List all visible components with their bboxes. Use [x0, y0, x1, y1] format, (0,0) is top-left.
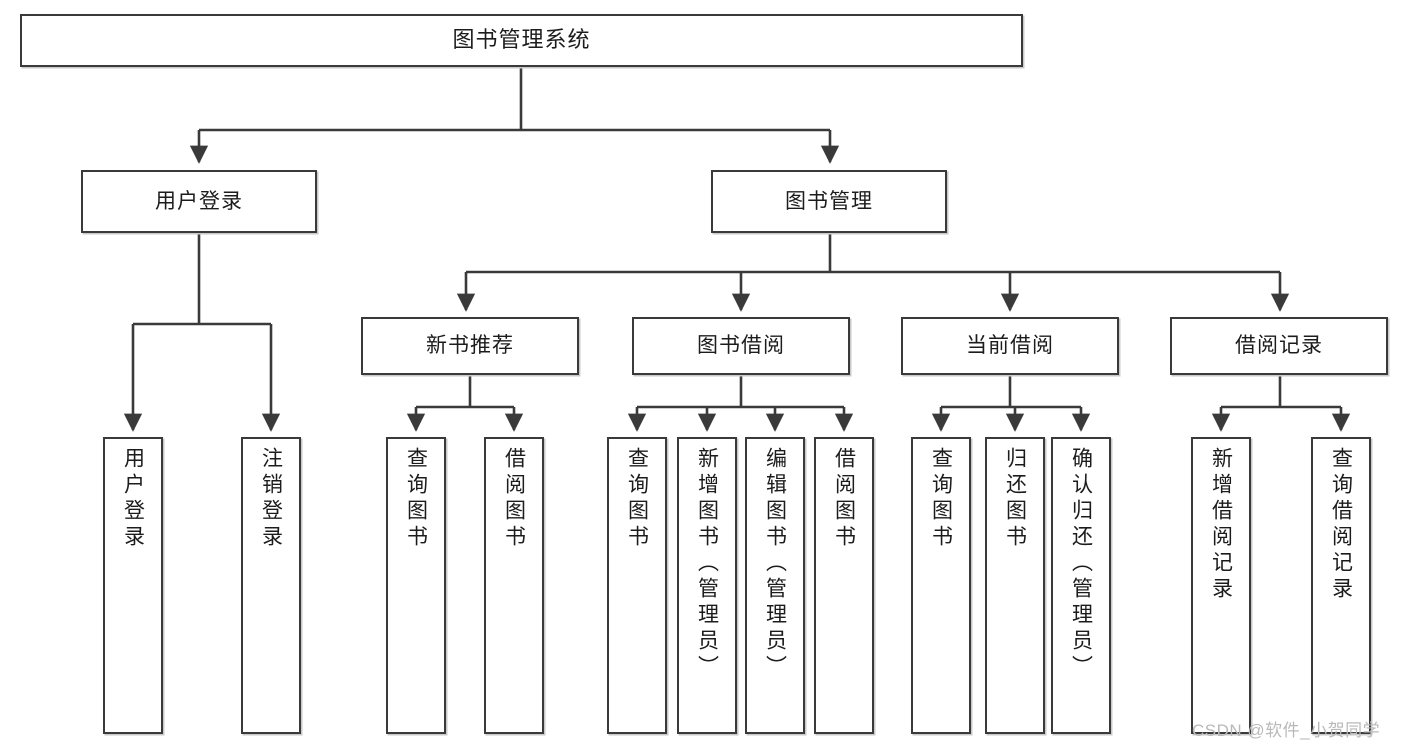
node-leaf-user-login[interactable]: 用户登录 — [103, 437, 163, 734]
node-leaf-edit-book[interactable]: 编辑图书（管理员） — [745, 437, 805, 734]
node-leaf-query-book-3-label: 查询图书 — [929, 447, 953, 551]
node-leaf-query-book-3[interactable]: 查询图书 — [911, 437, 971, 734]
node-leaf-query-book-1-label: 查询图书 — [404, 447, 428, 551]
node-leaf-query-record-label: 查询借阅记录 — [1329, 447, 1353, 603]
node-leaf-user-logout[interactable]: 注销登录 — [241, 437, 301, 734]
node-leaf-user-logout-label: 注销登录 — [259, 447, 283, 551]
node-current-borrow-label: 当前借阅 — [966, 334, 1054, 358]
node-book-borrow-label: 图书借阅 — [697, 334, 785, 358]
node-leaf-borrow-book-1-label: 借阅图书 — [502, 447, 526, 551]
node-leaf-query-book-2-label: 查询图书 — [625, 447, 649, 551]
node-leaf-add-record-label: 新增借阅记录 — [1209, 447, 1233, 603]
node-new-book-rec-label: 新书推荐 — [426, 334, 514, 358]
node-leaf-confirm-return[interactable]: 确认归还（管理员） — [1051, 437, 1111, 734]
node-book-manage[interactable]: 图书管理 — [711, 170, 947, 233]
node-leaf-return-book[interactable]: 归还图书 — [985, 437, 1045, 734]
node-leaf-borrow-book-1[interactable]: 借阅图书 — [484, 437, 544, 734]
node-leaf-borrow-book-2-label: 借阅图书 — [832, 447, 856, 551]
node-borrow-record[interactable]: 借阅记录 — [1170, 317, 1388, 375]
node-current-borrow[interactable]: 当前借阅 — [901, 317, 1119, 375]
node-leaf-borrow-book-2[interactable]: 借阅图书 — [814, 437, 874, 734]
node-leaf-user-login-label: 用户登录 — [121, 447, 145, 551]
node-root[interactable]: 图书管理系统 — [20, 14, 1023, 67]
csdn-watermark: CSDN @软件_小贺同学 — [1192, 721, 1381, 740]
node-leaf-query-book-2[interactable]: 查询图书 — [607, 437, 667, 734]
node-user-login-label: 用户登录 — [155, 189, 243, 213]
node-book-borrow[interactable]: 图书借阅 — [632, 317, 850, 375]
node-book-manage-label: 图书管理 — [785, 189, 873, 213]
node-leaf-query-record[interactable]: 查询借阅记录 — [1311, 437, 1371, 734]
node-leaf-confirm-return-label: 确认归还（管理员） — [1069, 447, 1093, 681]
node-leaf-edit-book-label: 编辑图书（管理员） — [763, 447, 787, 681]
node-new-book-rec[interactable]: 新书推荐 — [361, 317, 579, 375]
node-leaf-return-book-label: 归还图书 — [1003, 447, 1027, 551]
node-leaf-add-book[interactable]: 新增图书（管理员） — [677, 437, 737, 734]
node-borrow-record-label: 借阅记录 — [1235, 334, 1323, 358]
node-user-login[interactable]: 用户登录 — [81, 170, 317, 233]
node-leaf-add-book-label: 新增图书（管理员） — [695, 447, 719, 681]
node-leaf-add-record[interactable]: 新增借阅记录 — [1191, 437, 1251, 734]
node-root-label: 图书管理系统 — [452, 27, 591, 53]
node-leaf-query-book-1[interactable]: 查询图书 — [386, 437, 446, 734]
